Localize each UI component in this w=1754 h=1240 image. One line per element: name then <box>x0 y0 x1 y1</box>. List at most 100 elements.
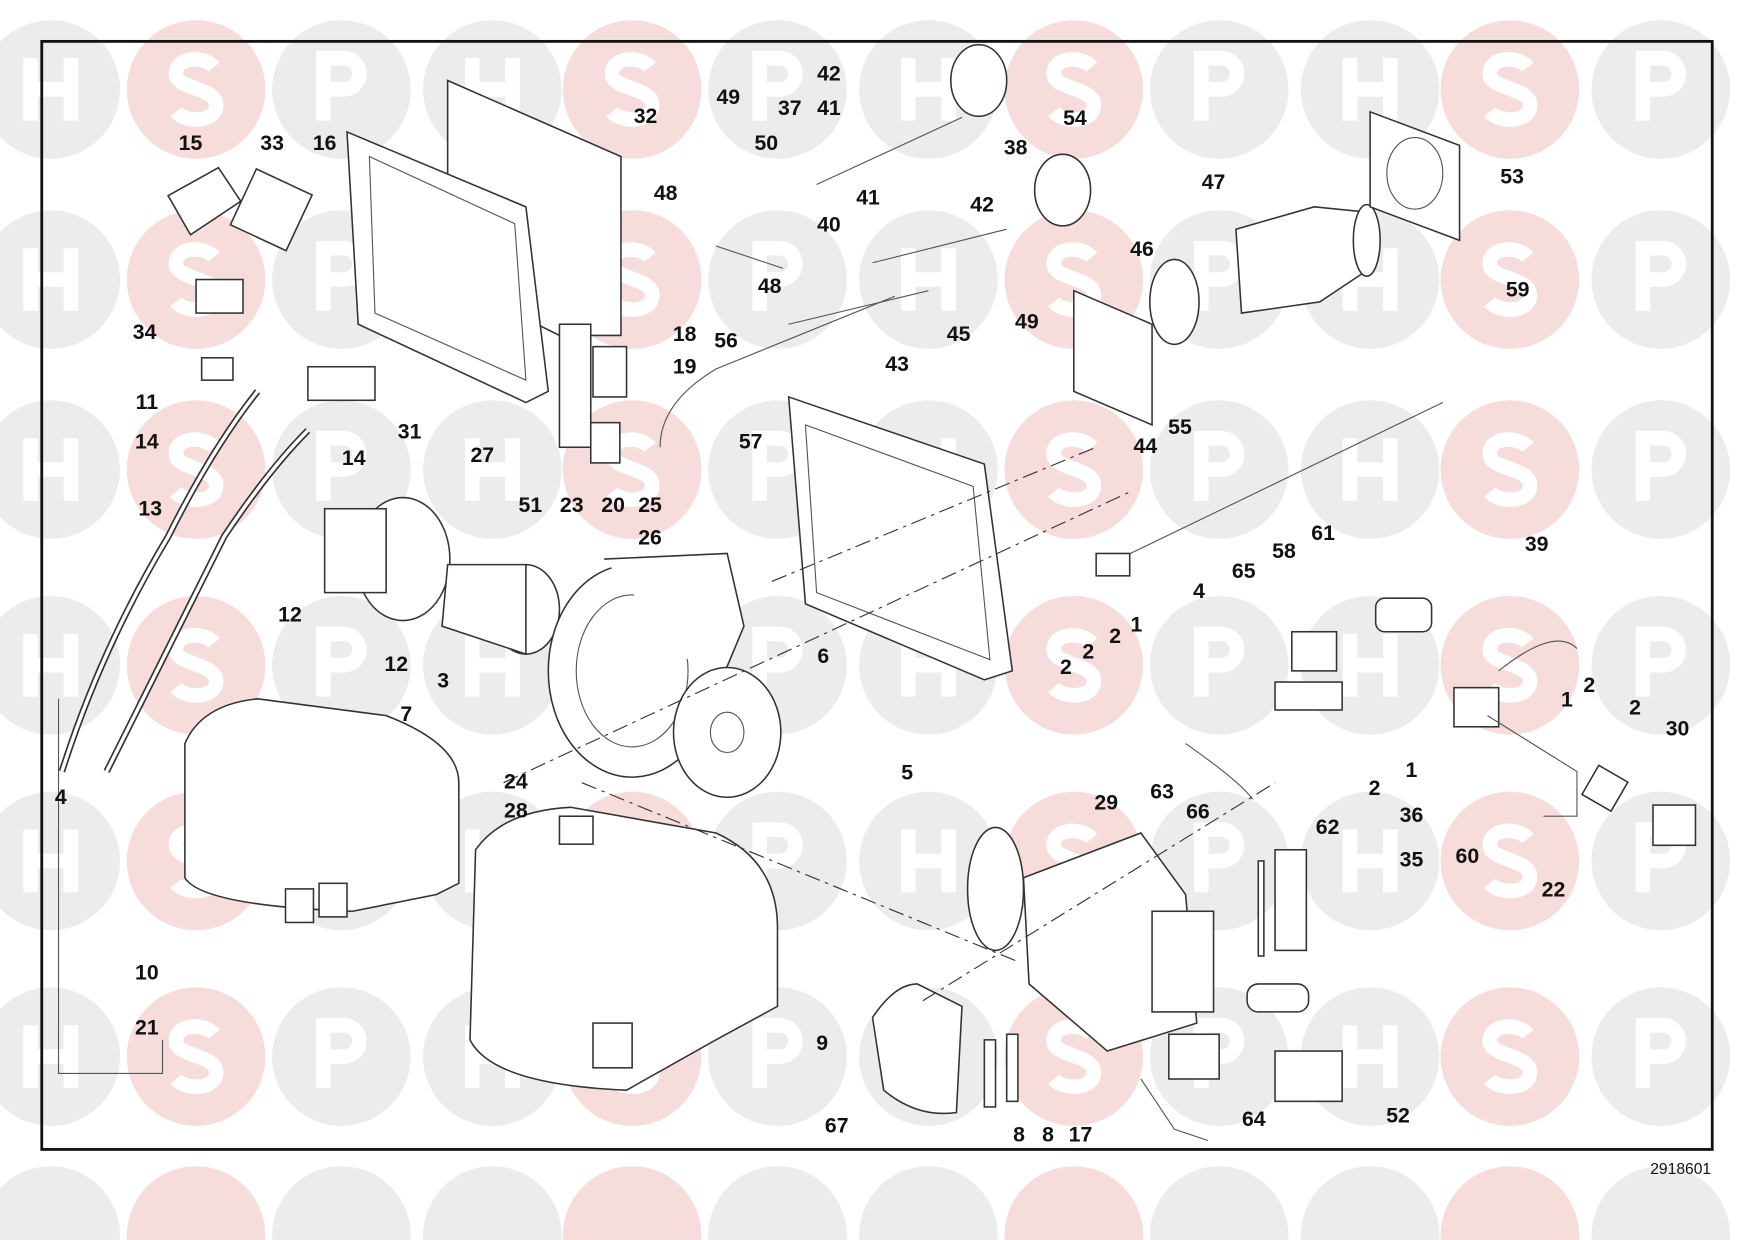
watermark-letter-shape <box>23 248 79 311</box>
valve-coil <box>1652 804 1697 847</box>
callout-1: 1 <box>1130 613 1142 637</box>
watermark-letter-shape <box>1193 431 1245 501</box>
callout-32: 32 <box>634 104 658 128</box>
air-intake-shell <box>871 983 963 1115</box>
watermark-letter-shape <box>316 1018 367 1088</box>
callout-60: 60 <box>1456 844 1480 868</box>
watermark-letter-shape <box>901 248 956 311</box>
watermark-letter-shape <box>604 52 660 127</box>
callout-37: 37 <box>778 96 802 120</box>
watermark-letter-shape <box>168 52 224 127</box>
callout-2: 2 <box>1369 776 1381 800</box>
callout-17: 17 <box>1069 1123 1093 1147</box>
control-box-front <box>787 395 1014 681</box>
watermark-circle <box>1440 1166 1580 1240</box>
watermark-letter-shape <box>752 1018 803 1088</box>
callout-65: 65 <box>1232 559 1256 583</box>
callout-49: 49 <box>1015 310 1039 334</box>
callout-16: 16 <box>313 131 337 155</box>
watermark-circle <box>272 1166 411 1240</box>
watermark-letter-shape <box>1193 822 1245 893</box>
watermark-letter-shape <box>23 633 79 697</box>
terminal-block-part <box>229 167 314 252</box>
drawing-number: 2918601 <box>1650 1161 1711 1178</box>
callout-57: 57 <box>739 429 763 453</box>
callout-64: 64 <box>1242 1107 1266 1131</box>
callout-48: 48 <box>758 274 782 298</box>
callout-59: 59 <box>1506 277 1530 301</box>
watermark-letter-shape <box>604 242 660 317</box>
watermark-letter-shape <box>752 822 803 893</box>
watermark-letter-shape <box>23 438 79 501</box>
callout-12: 12 <box>278 603 302 627</box>
callout-30: 30 <box>1666 717 1690 741</box>
watermark-letter-shape <box>1046 628 1102 703</box>
watermark-letter-shape <box>1482 52 1538 127</box>
callout-1: 1 <box>1561 688 1573 712</box>
diagram-frame <box>40 39 1714 1151</box>
watermark-letter-shape <box>168 628 224 703</box>
callout-56: 56 <box>714 329 738 353</box>
callout-47: 47 <box>1202 170 1226 194</box>
callout-46: 46 <box>1130 237 1154 261</box>
watermark-letter-shape <box>1482 432 1538 507</box>
watermark-circle <box>1591 1166 1731 1240</box>
callout-40: 40 <box>817 212 841 236</box>
callout-4: 4 <box>1193 579 1205 603</box>
parts-drawing <box>57 43 1697 1142</box>
callout-50: 50 <box>754 131 778 155</box>
diffuser-disc <box>1033 153 1092 227</box>
watermark-letter-shape <box>1342 438 1398 501</box>
watermark-letter-shape <box>23 58 79 121</box>
callout-2: 2 <box>1109 624 1121 648</box>
callout-6: 6 <box>817 644 829 668</box>
callout-41: 41 <box>817 96 841 120</box>
watermark-letter-shape <box>752 240 803 311</box>
callout-10: 10 <box>135 960 159 984</box>
callout-41: 41 <box>856 186 880 210</box>
callout-62: 62 <box>1316 815 1340 839</box>
callout-61: 61 <box>1311 521 1335 545</box>
watermark-letter-shape <box>1635 1018 1686 1088</box>
callout-48: 48 <box>654 181 678 205</box>
callout-35: 35 <box>1400 848 1424 872</box>
watermark-letter-shape <box>1482 1019 1538 1094</box>
callout-63: 63 <box>1150 779 1174 803</box>
watermark-letter-shape <box>464 438 520 501</box>
mounting-flange <box>1073 289 1153 427</box>
callout-53: 53 <box>1500 164 1524 188</box>
callout-33: 33 <box>260 131 284 155</box>
watermark-letter-shape <box>1193 1018 1245 1088</box>
callout-34: 34 <box>133 320 157 344</box>
callout-49: 49 <box>716 85 740 109</box>
callout-43: 43 <box>885 352 909 376</box>
burner-cover <box>469 806 779 1091</box>
callout-1: 1 <box>1406 758 1418 782</box>
callout-5: 5 <box>901 760 913 784</box>
watermark-letter-shape <box>1342 58 1398 121</box>
watermark-letter-shape <box>1193 626 1245 697</box>
watermark-letter-shape <box>901 58 956 121</box>
solenoid-valve <box>1291 630 1338 672</box>
watermark-letter-shape <box>1046 52 1102 127</box>
callout-45: 45 <box>947 322 971 346</box>
watermark-circle <box>708 1166 847 1240</box>
watermark-letter-shape <box>1482 628 1538 703</box>
watermark-circle <box>1300 1166 1440 1240</box>
watermark-letter-shape <box>168 432 224 507</box>
callout-42: 42 <box>970 192 994 216</box>
air-damper-disc <box>966 826 1025 952</box>
diffuser-disc <box>950 43 1008 118</box>
callout-11: 11 <box>136 390 159 414</box>
callout-2: 2 <box>1629 695 1641 719</box>
watermark-circle <box>423 1166 562 1240</box>
callout-66: 66 <box>1186 799 1210 823</box>
callout-14: 14 <box>342 446 366 470</box>
callout-38: 38 <box>1004 135 1028 159</box>
callout-3: 3 <box>437 669 449 693</box>
watermark-letter-shape <box>23 1025 79 1088</box>
watermark-letter-shape <box>752 626 803 697</box>
callout-8: 8 <box>1042 1123 1054 1147</box>
watermark-letter-shape <box>901 829 956 893</box>
